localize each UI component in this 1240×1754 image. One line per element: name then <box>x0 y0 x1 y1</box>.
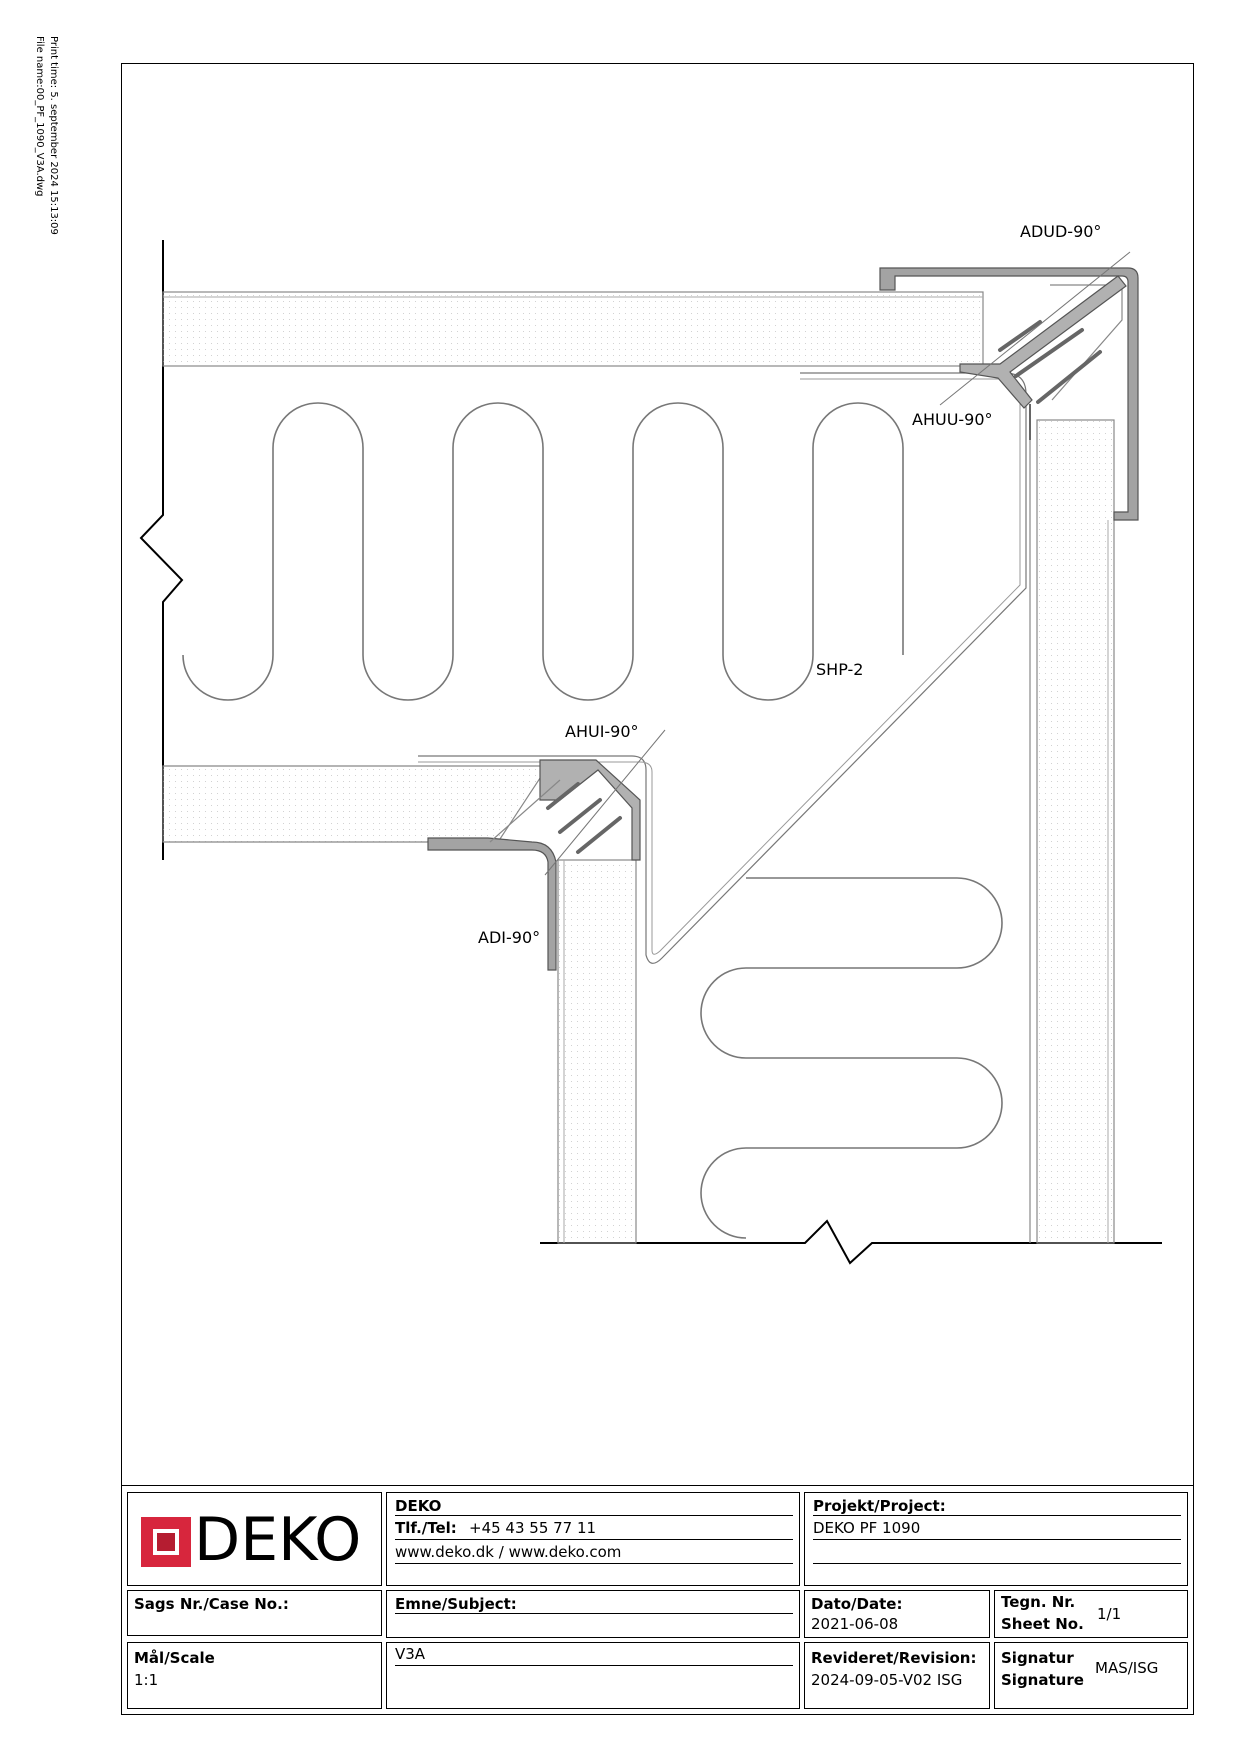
signature-cell: Signatur Signature MAS/ISG <box>994 1642 1188 1709</box>
label-shp: SHP-2 <box>816 660 864 679</box>
project-value: DEKO PF 1090 <box>813 1519 921 1537</box>
ahuu-profile <box>959 275 1127 409</box>
label-ahuu: AHUU-90° <box>912 410 993 429</box>
heating-pipe-top <box>182 402 904 701</box>
inner-vertical-panel <box>557 859 637 1244</box>
logo-cell: DEKO <box>127 1492 382 1586</box>
subject-value: V3A <box>395 1645 426 1663</box>
scale-value: 1:1 <box>134 1671 159 1689</box>
website-links: www.deko.dk / www.deko.com <box>395 1543 622 1561</box>
signature-label-2: Signature <box>1001 1671 1084 1689</box>
adud-profile <box>879 267 1139 521</box>
company-name: DEKO <box>395 1497 442 1515</box>
revision-cell: Revideret/Revision: 2024-09-05-V02 ISG <box>804 1642 990 1709</box>
tel-label: Tlf./Tel: <box>395 1519 457 1537</box>
sheet-cell: Tegn. Nr. Sheet No. 1/1 <box>994 1590 1188 1638</box>
label-ahui: AHUI-90° <box>565 722 639 741</box>
case-label: Sags Nr./Case No.: <box>134 1595 289 1613</box>
subject-cell: Emne/Subject: <box>386 1590 800 1638</box>
deko-logo-text: DEKO <box>194 1505 362 1575</box>
date-label: Dato/Date: <box>811 1595 903 1613</box>
company-cell: DEKO Tlf./Tel: +45 43 55 77 11 www.deko.… <box>386 1492 800 1586</box>
sheet-label-2: Sheet No. <box>1001 1615 1084 1633</box>
revision-label: Revideret/Revision: <box>811 1649 977 1667</box>
signature-value: MAS/ISG <box>1095 1659 1159 1677</box>
date-cell: Dato/Date: 2021-06-08 <box>804 1590 990 1638</box>
deko-logo-icon <box>141 1517 191 1567</box>
adi-profile <box>427 837 557 971</box>
subject-value-cell: V3A <box>386 1642 800 1709</box>
sheet-value: 1/1 <box>1097 1605 1122 1623</box>
scale-cell: Mål/Scale 1:1 <box>127 1642 382 1709</box>
subject-label: Emne/Subject: <box>395 1595 517 1613</box>
label-adud: ADUD-90° <box>1020 222 1102 241</box>
date-value: 2021-06-08 <box>811 1615 899 1633</box>
right-panel <box>1036 419 1115 1244</box>
ahui-profile <box>539 759 641 861</box>
top-panel <box>162 291 984 367</box>
scale-label: Mål/Scale <box>134 1649 215 1667</box>
inner-horizontal-panel <box>162 765 550 843</box>
bottom-break-line <box>540 1219 1162 1265</box>
sheet-label-1: Tegn. Nr. <box>1001 1593 1076 1611</box>
signature-label-1: Signatur <box>1001 1649 1074 1667</box>
label-adi: ADI-90° <box>478 928 541 947</box>
tel-value: +45 43 55 77 11 <box>469 1519 597 1537</box>
case-cell: Sags Nr./Case No.: <box>127 1590 382 1636</box>
project-label: Projekt/Project: <box>813 1497 946 1515</box>
left-break-line <box>139 240 184 860</box>
project-cell: Projekt/Project: DEKO PF 1090 <box>804 1492 1188 1586</box>
revision-value: 2024-09-05-V02 ISG <box>811 1671 963 1689</box>
heating-pipe-bottom <box>700 877 1003 1239</box>
shp2-sheet <box>418 372 1027 964</box>
